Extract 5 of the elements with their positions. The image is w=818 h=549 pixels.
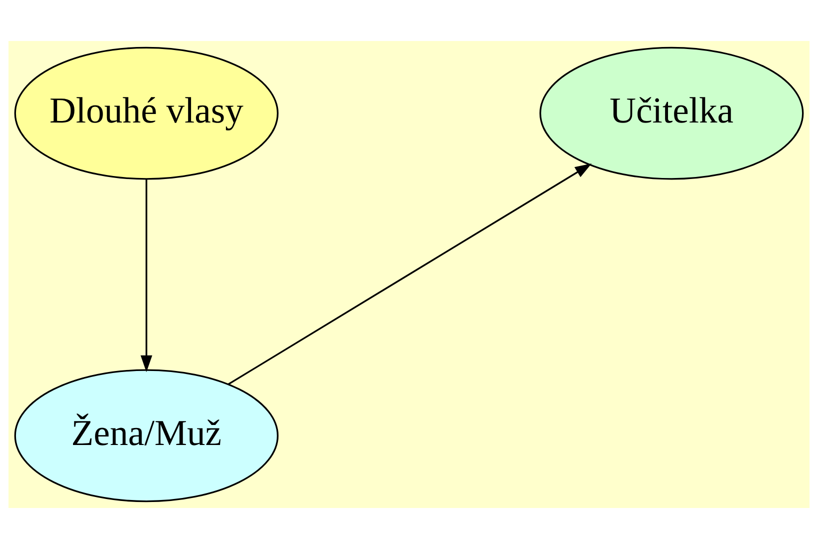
node-ellipse: Žena/Muž bbox=[14, 369, 279, 502]
node-ellipse: Dlouhé vlasy bbox=[14, 46, 279, 180]
arrow bbox=[228, 164, 592, 385]
arrow bbox=[140, 180, 152, 372]
node-ellipse: Učitelka bbox=[539, 46, 804, 180]
